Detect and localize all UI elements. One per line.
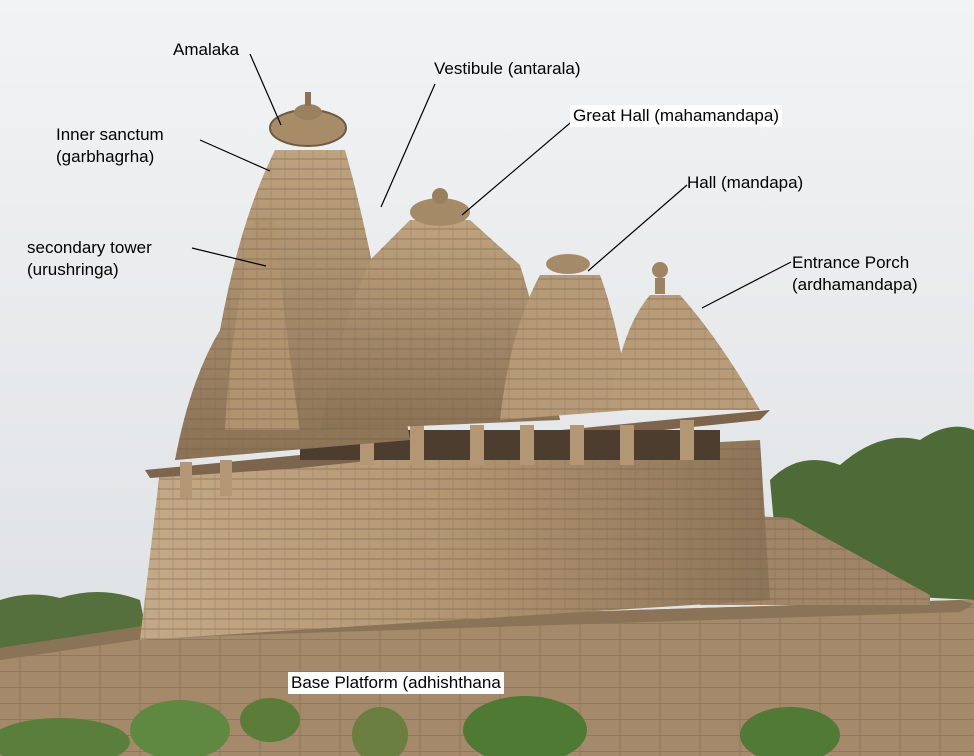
leader-amalaka — [249, 53, 282, 126]
label-vestibule-text: Vestibule (antarala) — [434, 59, 581, 78]
label-secondary-tower: secondary tower (urushringa) — [27, 237, 152, 281]
label-amalaka: Amalaka — [173, 39, 239, 61]
leader-entrance-porch — [701, 261, 792, 309]
label-hall-text: Hall (mandapa) — [687, 173, 804, 192]
label-secondary-tower-line1: secondary tower — [27, 238, 152, 257]
label-entrance-porch: Entrance Porch (ardhamandapa) — [792, 252, 918, 296]
leader-secondary-tower — [191, 247, 267, 267]
entrance-porch-roof — [610, 262, 760, 410]
label-entrance-porch-line1: Entrance Porch — [792, 253, 910, 272]
label-inner-sanctum: Inner sanctum (garbhagrha) — [56, 124, 164, 168]
label-entrance-porch-line2: (ardhamandapa) — [792, 275, 918, 294]
great-hall-roof — [320, 188, 560, 430]
leader-hall — [587, 184, 688, 272]
label-vestibule: Vestibule (antarala) — [434, 58, 580, 80]
label-hall: Hall (mandapa) — [687, 172, 803, 194]
label-great-hall: Great Hall (mahamandapa) — [570, 105, 782, 127]
leader-lines — [191, 53, 792, 309]
leader-vestibule — [380, 83, 436, 208]
label-base-platform: Base Platform (adhishthana — [288, 672, 504, 694]
label-inner-sanctum-line1: Inner sanctum — [56, 125, 164, 144]
hall-roof — [500, 254, 630, 420]
label-base-platform-text: Base Platform (adhishthana — [291, 673, 501, 692]
label-secondary-tower-line2: (urushringa) — [27, 260, 119, 279]
foreground-shrubs — [0, 696, 840, 756]
label-great-hall-text: Great Hall (mahamandapa) — [573, 106, 779, 125]
label-amalaka-text: Amalaka — [173, 40, 240, 59]
label-inner-sanctum-line2: (garbhagrha) — [56, 147, 155, 166]
leader-great-hall — [461, 117, 577, 216]
leader-inner-sanctum — [199, 139, 271, 172]
temple-body — [140, 410, 770, 640]
